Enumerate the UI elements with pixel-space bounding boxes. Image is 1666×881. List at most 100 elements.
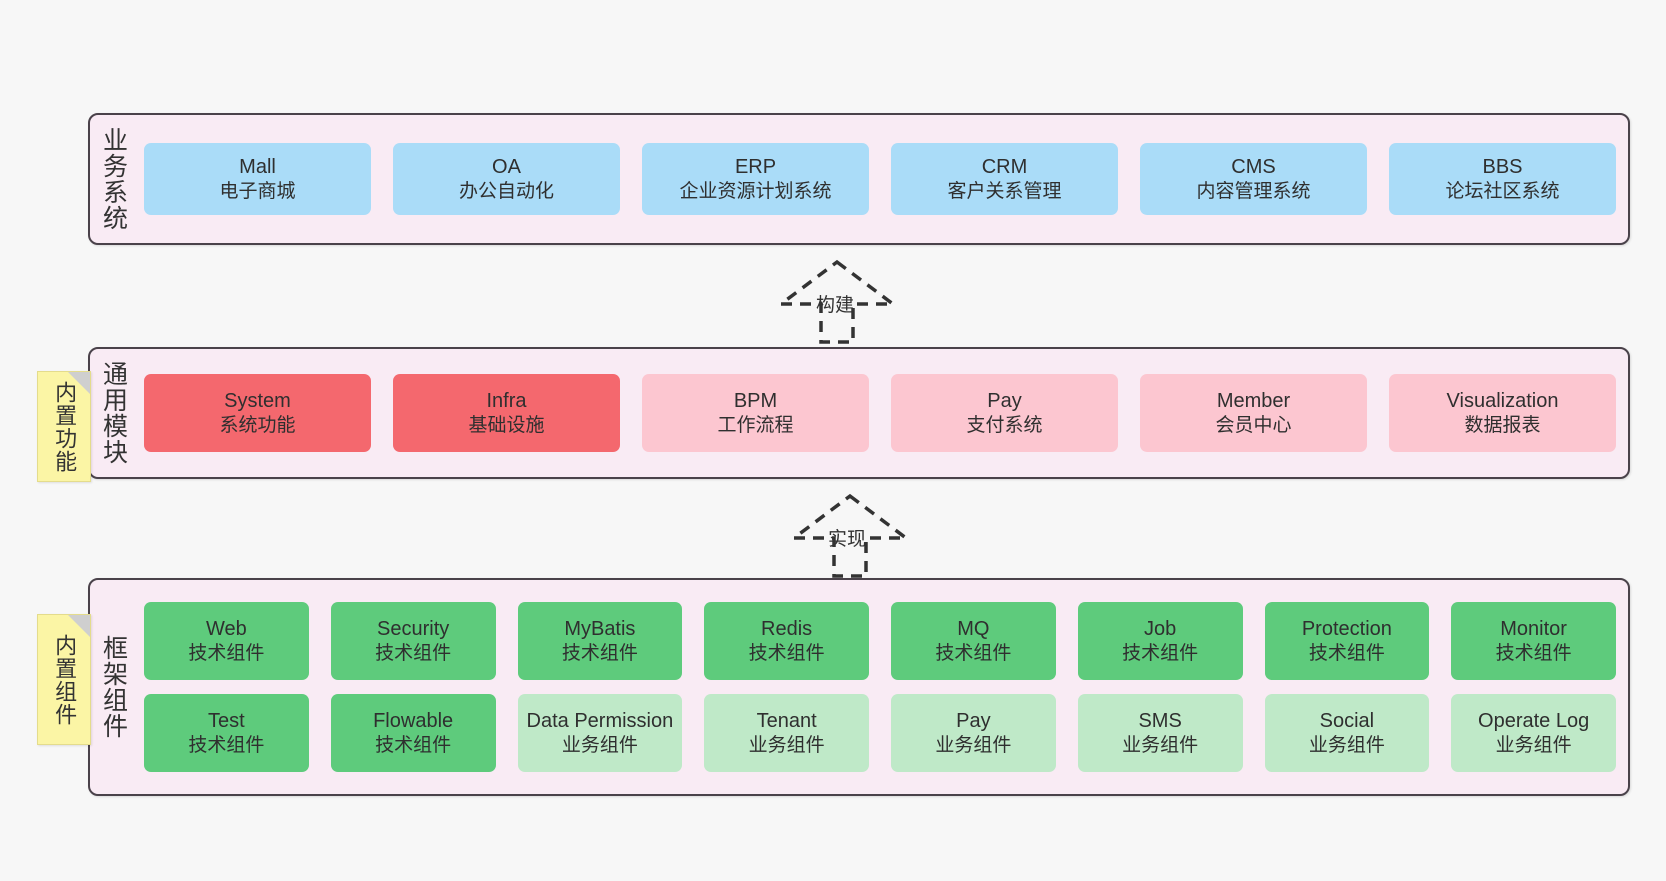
card-subtitle: 技术组件 xyxy=(1122,642,1199,664)
card-title: Test xyxy=(208,710,245,733)
card-redis[interactable]: Redis 技术组件 xyxy=(704,602,869,680)
card-test[interactable]: Test 技术组件 xyxy=(144,694,309,772)
card-title: Monitor xyxy=(1500,618,1567,641)
card-title: Pay xyxy=(987,390,1022,413)
card-job[interactable]: Job 技术组件 xyxy=(1077,602,1243,680)
card-subtitle: 技术组件 xyxy=(375,734,452,756)
card-title: Protection xyxy=(1301,618,1392,641)
card-title: Job xyxy=(1144,618,1177,641)
card-title: ERP xyxy=(734,156,777,179)
card-subtitle: 论坛社区系统 xyxy=(1445,180,1560,202)
implement-arrow-glyph xyxy=(788,493,912,578)
card-title: Pay xyxy=(956,710,991,733)
card-subtitle: 基础设施 xyxy=(468,414,545,436)
layer-framework-components: 框架组件 Web 技术组件 Security 技术组件 MyBatis 技术组件… xyxy=(88,578,1630,796)
card-row: Mall 电子商城 OA 办公自动化 ERP 企业资源计划系统 CRM 客户关系… xyxy=(144,143,1616,215)
card-subtitle: 业务组件 xyxy=(1308,734,1385,756)
card-data-permission[interactable]: Data Permission 业务组件 xyxy=(517,694,683,772)
card-subtitle: 会员中心 xyxy=(1215,414,1292,436)
layer-title-modules: 通用模块 xyxy=(99,361,128,465)
card-title: BBS xyxy=(1482,156,1523,179)
card-mybatis[interactable]: MyBatis 技术组件 xyxy=(517,602,683,680)
card-title: System xyxy=(224,390,291,413)
card-title: MQ xyxy=(957,618,990,641)
layer-body-business: Mall 电子商城 OA 办公自动化 ERP 企业资源计划系统 CRM 客户关系… xyxy=(136,115,1628,243)
card-subtitle: 内容管理系统 xyxy=(1196,180,1311,202)
card-subtitle: 办公自动化 xyxy=(458,180,554,202)
card-subtitle: 业务组件 xyxy=(748,734,825,756)
card-title: BPM xyxy=(733,390,778,413)
card-title: Member xyxy=(1216,390,1291,413)
card-subtitle: 数据报表 xyxy=(1464,414,1541,436)
card-title: OA xyxy=(492,156,521,179)
card-mall[interactable]: Mall 电子商城 xyxy=(144,143,371,215)
card-subtitle: 客户关系管理 xyxy=(947,180,1062,202)
card-subtitle: 业务组件 xyxy=(935,734,1012,756)
card-subtitle: 技术组件 xyxy=(561,642,638,664)
card-crm[interactable]: CRM 客户关系管理 xyxy=(891,143,1118,215)
card-title: Social xyxy=(1319,710,1375,733)
card-cms[interactable]: CMS 内容管理系统 xyxy=(1140,143,1367,215)
card-security[interactable]: Security 技术组件 xyxy=(330,602,496,680)
note-fold-icon xyxy=(68,615,90,637)
card-title: SMS xyxy=(1138,710,1182,733)
card-protection[interactable]: Protection 技术组件 xyxy=(1264,602,1430,680)
build-arrow-glyph xyxy=(775,259,899,344)
note-fold-icon xyxy=(68,372,90,394)
card-system[interactable]: System 系统功能 xyxy=(144,374,371,452)
card-title: Security xyxy=(377,618,450,641)
card-title: Operate Log xyxy=(1478,710,1590,733)
card-subtitle: 技术组件 xyxy=(935,642,1012,664)
implement-arrow-label: 实现 xyxy=(828,529,867,550)
card-member[interactable]: Member 会员中心 xyxy=(1140,374,1367,452)
card-bbs[interactable]: BBS 论坛社区系统 xyxy=(1389,143,1616,215)
card-title: Web xyxy=(205,618,247,641)
card-oa[interactable]: OA 办公自动化 xyxy=(393,143,620,215)
card-pay-component[interactable]: Pay 业务组件 xyxy=(891,694,1056,772)
card-mq[interactable]: MQ 技术组件 xyxy=(891,602,1056,680)
card-subtitle: 企业资源计划系统 xyxy=(679,180,832,202)
card-subtitle: 技术组件 xyxy=(188,642,265,664)
card-title: Flowable xyxy=(373,710,454,733)
card-title: MyBatis xyxy=(564,618,636,641)
card-title: CRM xyxy=(981,156,1028,179)
card-infra[interactable]: Infra 基础设施 xyxy=(393,374,620,452)
card-pay[interactable]: Pay 支付系统 xyxy=(891,374,1118,452)
card-subtitle: 系统功能 xyxy=(219,414,296,436)
card-subtitle: 技术组件 xyxy=(1495,642,1572,664)
card-sms[interactable]: SMS 业务组件 xyxy=(1077,694,1243,772)
layer-body-modules: System 系统功能 Infra 基础设施 BPM 工作流程 Pay 支付系统… xyxy=(136,349,1628,477)
card-title: Data Permission xyxy=(526,710,674,733)
card-title: Mall xyxy=(239,156,276,179)
layer-title-framework: 框架组件 xyxy=(99,635,128,739)
layer-title-business: 业务系统 xyxy=(99,127,128,231)
card-visualization[interactable]: Visualization 数据报表 xyxy=(1389,374,1616,452)
card-tenant[interactable]: Tenant 业务组件 xyxy=(704,694,869,772)
card-erp[interactable]: ERP 企业资源计划系统 xyxy=(642,143,869,215)
card-subtitle: 工作流程 xyxy=(717,414,794,436)
layer-common-modules: 通用模块 System 系统功能 Infra 基础设施 BPM 工作流程 Pay… xyxy=(88,347,1630,479)
card-row-business: Test 技术组件 Flowable 技术组件 Data Permission … xyxy=(144,694,1616,772)
layer-business-systems: 业务系统 Mall 电子商城 OA 办公自动化 ERP 企业资源计划系统 CRM… xyxy=(88,113,1630,245)
card-subtitle: 业务组件 xyxy=(1495,734,1572,756)
card-social[interactable]: Social 业务组件 xyxy=(1264,694,1430,772)
implement-arrow: 实现 xyxy=(770,492,930,578)
build-arrow-label: 构建 xyxy=(816,295,855,316)
card-subtitle: 支付系统 xyxy=(966,414,1043,436)
card-bpm[interactable]: BPM 工作流程 xyxy=(642,374,869,452)
card-title: CMS xyxy=(1231,156,1276,179)
card-title: Tenant xyxy=(756,710,817,733)
card-operate-log[interactable]: Operate Log 业务组件 xyxy=(1451,694,1616,772)
card-subtitle: 业务组件 xyxy=(561,734,638,756)
card-web[interactable]: Web 技术组件 xyxy=(144,602,309,680)
card-subtitle: 技术组件 xyxy=(188,734,265,756)
card-monitor[interactable]: Monitor 技术组件 xyxy=(1451,602,1616,680)
card-subtitle: 技术组件 xyxy=(1308,642,1385,664)
card-flowable[interactable]: Flowable 技术组件 xyxy=(330,694,496,772)
layer-body-framework: Web 技术组件 Security 技术组件 MyBatis 技术组件 Redi… xyxy=(136,580,1628,794)
card-subtitle: 业务组件 xyxy=(1122,734,1199,756)
note-builtin-functions: 内置功能 xyxy=(37,371,91,482)
card-title: Redis xyxy=(761,618,813,641)
card-title: Infra xyxy=(486,390,527,413)
